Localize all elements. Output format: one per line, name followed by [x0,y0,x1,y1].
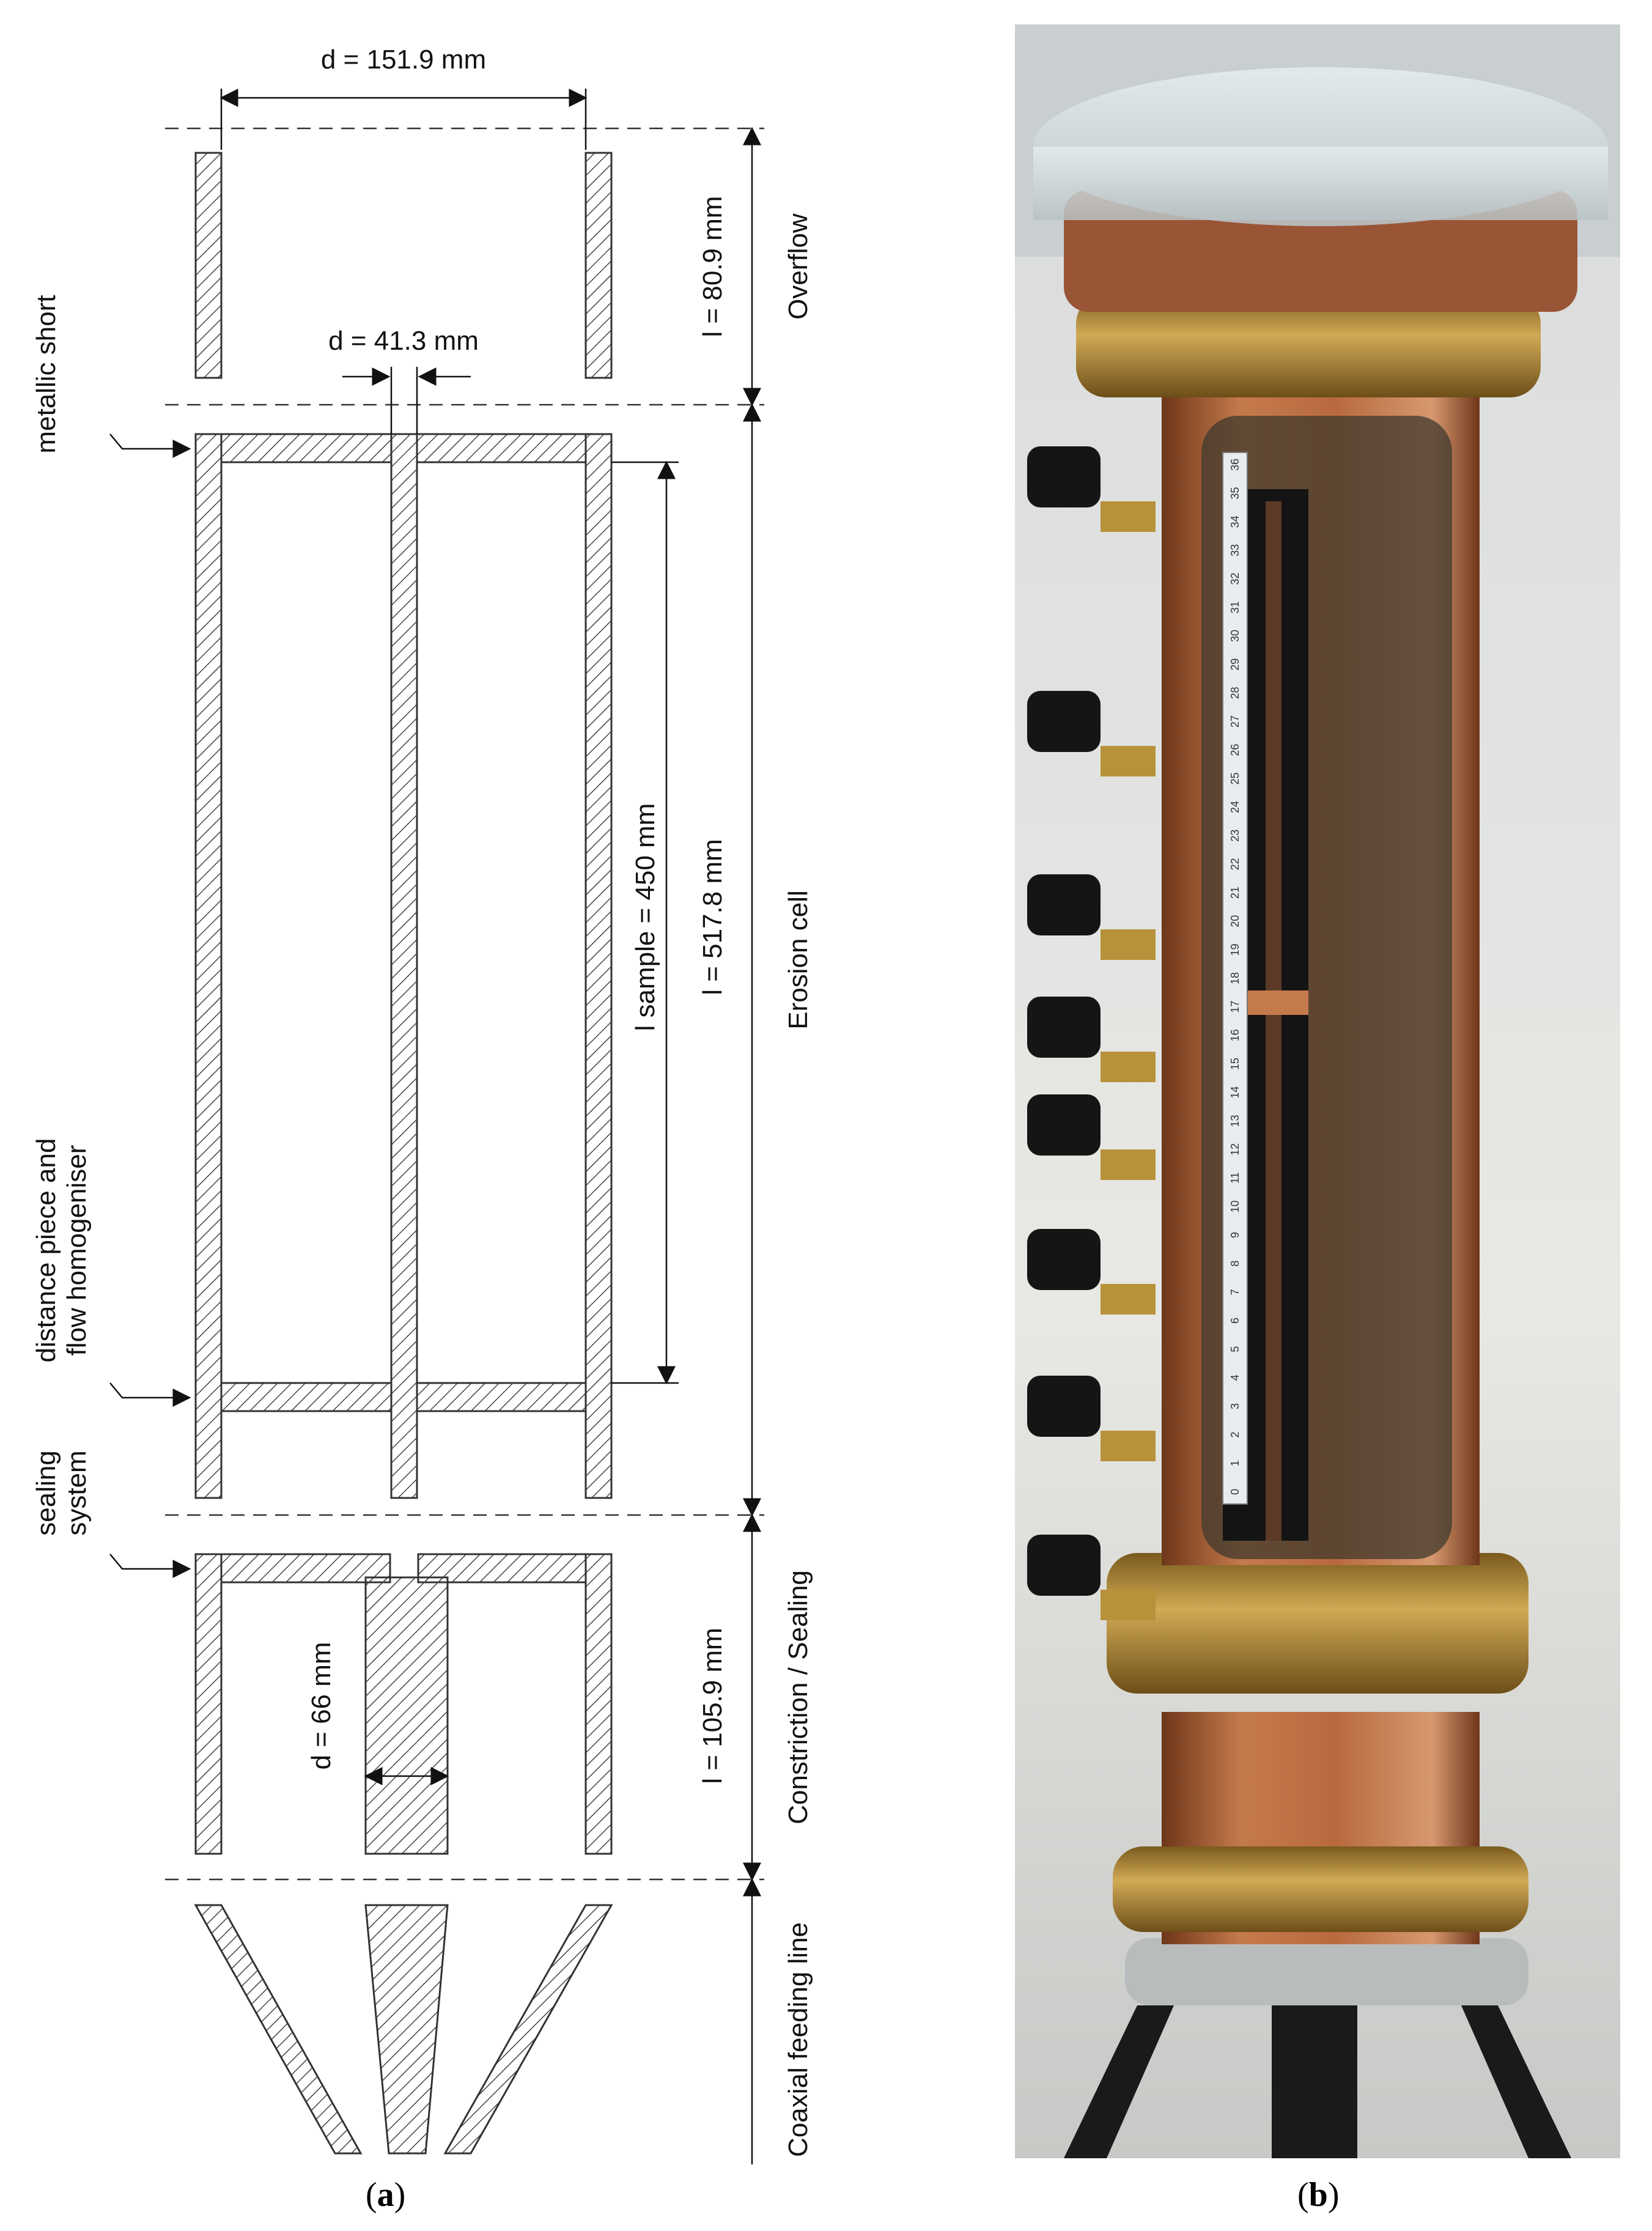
valve-knob [1027,1535,1101,1596]
ruler: 0123456789101112131415161718192021222324… [1222,452,1248,1505]
dimension-lines [109,89,761,2164]
valve-knob [1027,1094,1101,1156]
ruler-number: 6 [1229,1318,1241,1324]
erosion-cell-body [194,433,613,1499]
ruler-number: 7 [1229,1289,1241,1295]
ruler-number: 12 [1229,1143,1241,1156]
brass-fitting [1101,1590,1156,1620]
ruler-number: 16 [1229,1029,1241,1041]
dim-sample-length: l sample = 450 mm [630,803,660,1031]
top-flange [1076,293,1541,397]
ruler-number: 14 [1229,1086,1241,1099]
ruler-number: 25 [1229,772,1241,784]
valve-knob [1027,997,1101,1058]
ruler-number: 35 [1229,487,1241,500]
callout-homogeniser-line2: flow homogeniser [62,1145,92,1356]
ruler-number: 32 [1229,573,1241,585]
ruler-number: 8 [1229,1261,1241,1267]
ruler-number: 5 [1229,1346,1241,1352]
valve-knob [1027,874,1101,935]
caption-b-open: ( [1297,2176,1309,2214]
ruler-number: 10 [1229,1200,1241,1212]
ruler-number: 22 [1229,858,1241,870]
valve-knob [1027,1376,1101,1437]
dim-outer-diameter: d = 151.9 mm [321,45,486,75]
ruler-number: 1 [1229,1460,1241,1466]
dim-overflow-length: l = 80.9 mm [698,196,728,337]
ruler-number: 24 [1229,801,1241,813]
ruler-number: 17 [1229,1001,1241,1013]
brass-fitting [1101,501,1156,532]
dim-sealing-length: l = 105.9 mm [698,1628,728,1784]
brass-fitting [1101,746,1156,776]
caption-b-close: ) [1327,2176,1340,2214]
caption-a-close: ) [394,2176,406,2214]
ruler-number: 20 [1229,915,1241,927]
ruler-number: 34 [1229,515,1241,528]
ruler-number: 28 [1229,687,1241,699]
bottom-flange [1113,1846,1528,1932]
section-constriction-label: Constriction / Sealing [783,1570,813,1824]
erosion-cell-photo: 0123456789101112131415161718192021222324… [1015,24,1620,2158]
caption-a-letter: a [377,2176,394,2214]
ruler-number: 9 [1229,1232,1241,1238]
ruler-number: 3 [1229,1403,1241,1409]
ruler-number: 21 [1229,887,1241,899]
tripod-stand [1064,2005,1571,2158]
ruler-number: 31 [1229,601,1241,613]
callout-sealing-line1: sealing [31,1450,61,1535]
ruler-number: 2 [1229,1432,1241,1438]
ruler-number: 33 [1229,544,1241,556]
valve-knob [1027,691,1101,752]
brass-fitting [1101,1052,1156,1082]
section-separators [165,127,764,1881]
caption-b: (b) [1297,2175,1339,2214]
caption-a: (a) [366,2175,405,2214]
valve-knob [1027,1229,1101,1290]
erosion-cell-schematic: d = 151.9 mm d = 41.3 mm l = 80.9 mm l s… [31,45,813,2164]
dim-cell-length: l = 517.8 mm [698,839,728,995]
ruler-number: 26 [1229,744,1241,756]
section-erosion-cell-label: Erosion cell [783,890,813,1029]
overflow-walls [194,152,613,379]
valves [1027,446,1156,1620]
base-ring [1125,1938,1528,2005]
ruler-number: 36 [1229,459,1241,471]
ruler-number: 30 [1229,630,1241,642]
caption-b-letter: b [1308,2176,1328,2214]
callout-metallic-short: metallic short [31,295,61,453]
constriction-body [194,1553,613,1855]
section-overflow-label: Overflow [783,213,813,320]
valve-knob [1027,446,1101,507]
brass-fitting [1101,1284,1156,1315]
ruler-number: 29 [1229,658,1241,671]
callout-homogeniser-line1: distance piece and [31,1138,61,1363]
ruler-number: 0 [1229,1489,1241,1495]
ruler-number: 23 [1229,830,1241,842]
dim-inner-diameter: d = 41.3 mm [328,326,479,356]
dim-constriction-diameter: d = 66 mm [306,1642,336,1769]
callout-sealing-line2: system [62,1450,92,1535]
brass-fitting [1101,929,1156,960]
ruler-number: 18 [1229,972,1241,984]
brass-fitting [1101,1431,1156,1461]
ruler-number: 4 [1229,1374,1241,1381]
ruler-number: 13 [1229,1115,1241,1127]
caption-a-open: ( [366,2176,377,2214]
ruler-number: 27 [1229,715,1241,728]
ruler-number: 15 [1229,1058,1241,1070]
coaxial-feeding-body [194,1904,613,2155]
section-feeding-label: Coaxial feeding line [783,1922,813,2157]
ruler-number: 19 [1229,943,1241,956]
ruler-number: 11 [1229,1172,1241,1184]
brass-fitting [1101,1149,1156,1180]
middle-flange [1107,1553,1528,1694]
